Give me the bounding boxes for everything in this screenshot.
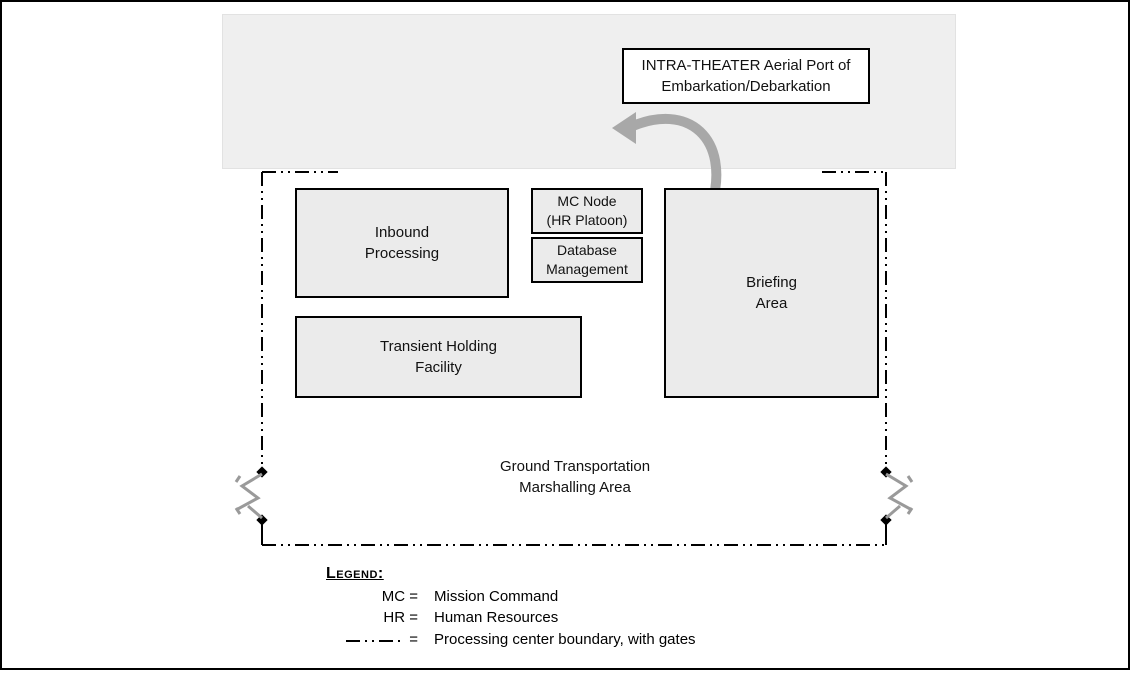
briefing-area-label: Briefing Area bbox=[746, 274, 797, 312]
gate-left-icon bbox=[234, 472, 263, 520]
legend-key-boundary: = bbox=[409, 631, 418, 648]
airfield-photo bbox=[338, 24, 614, 162]
legend-value-mc: Mission Command bbox=[434, 588, 559, 605]
legend-key-mc: MC = bbox=[381, 588, 418, 605]
legend-key-hr: HR = bbox=[383, 609, 418, 626]
gate-right-icon bbox=[885, 472, 914, 520]
legend-row-mc: MC = Mission Command bbox=[326, 588, 826, 606]
aerial-port-label-box: INTRA-THEATER Aerial Port of Embarkation… bbox=[622, 48, 870, 104]
legend-boundary-line-icon bbox=[346, 640, 401, 642]
transient-holding-box: Transient Holding Facility bbox=[295, 316, 582, 398]
legend-value-boundary: Processing center boundary, with gates bbox=[434, 631, 696, 648]
mc-node-box: MC Node (HR Platoon) bbox=[531, 188, 643, 234]
legend-row-hr: HR = Human Resources bbox=[326, 609, 826, 627]
database-management-box: Database Management bbox=[531, 237, 643, 283]
inbound-processing-box: Inbound Processing bbox=[295, 188, 509, 298]
mc-node-label: MC Node (HR Platoon) bbox=[546, 193, 628, 228]
legend-value-hr: Human Resources bbox=[434, 609, 559, 626]
legend-row-boundary: = Processing center boundary, with gates bbox=[326, 631, 826, 649]
legend-title: Legend: bbox=[326, 565, 384, 582]
transient-holding-label: Transient Holding Facility bbox=[379, 338, 497, 376]
marshalling-area-label: Ground Transportation Marshalling Area bbox=[499, 458, 651, 496]
inbound-processing-label: Inbound Processing bbox=[364, 224, 440, 262]
database-management-label: Database Management bbox=[546, 242, 628, 277]
aerial-port-label: INTRA-THEATER Aerial Port of Embarkation… bbox=[641, 57, 851, 95]
briefing-area-box: Briefing Area bbox=[664, 188, 879, 398]
